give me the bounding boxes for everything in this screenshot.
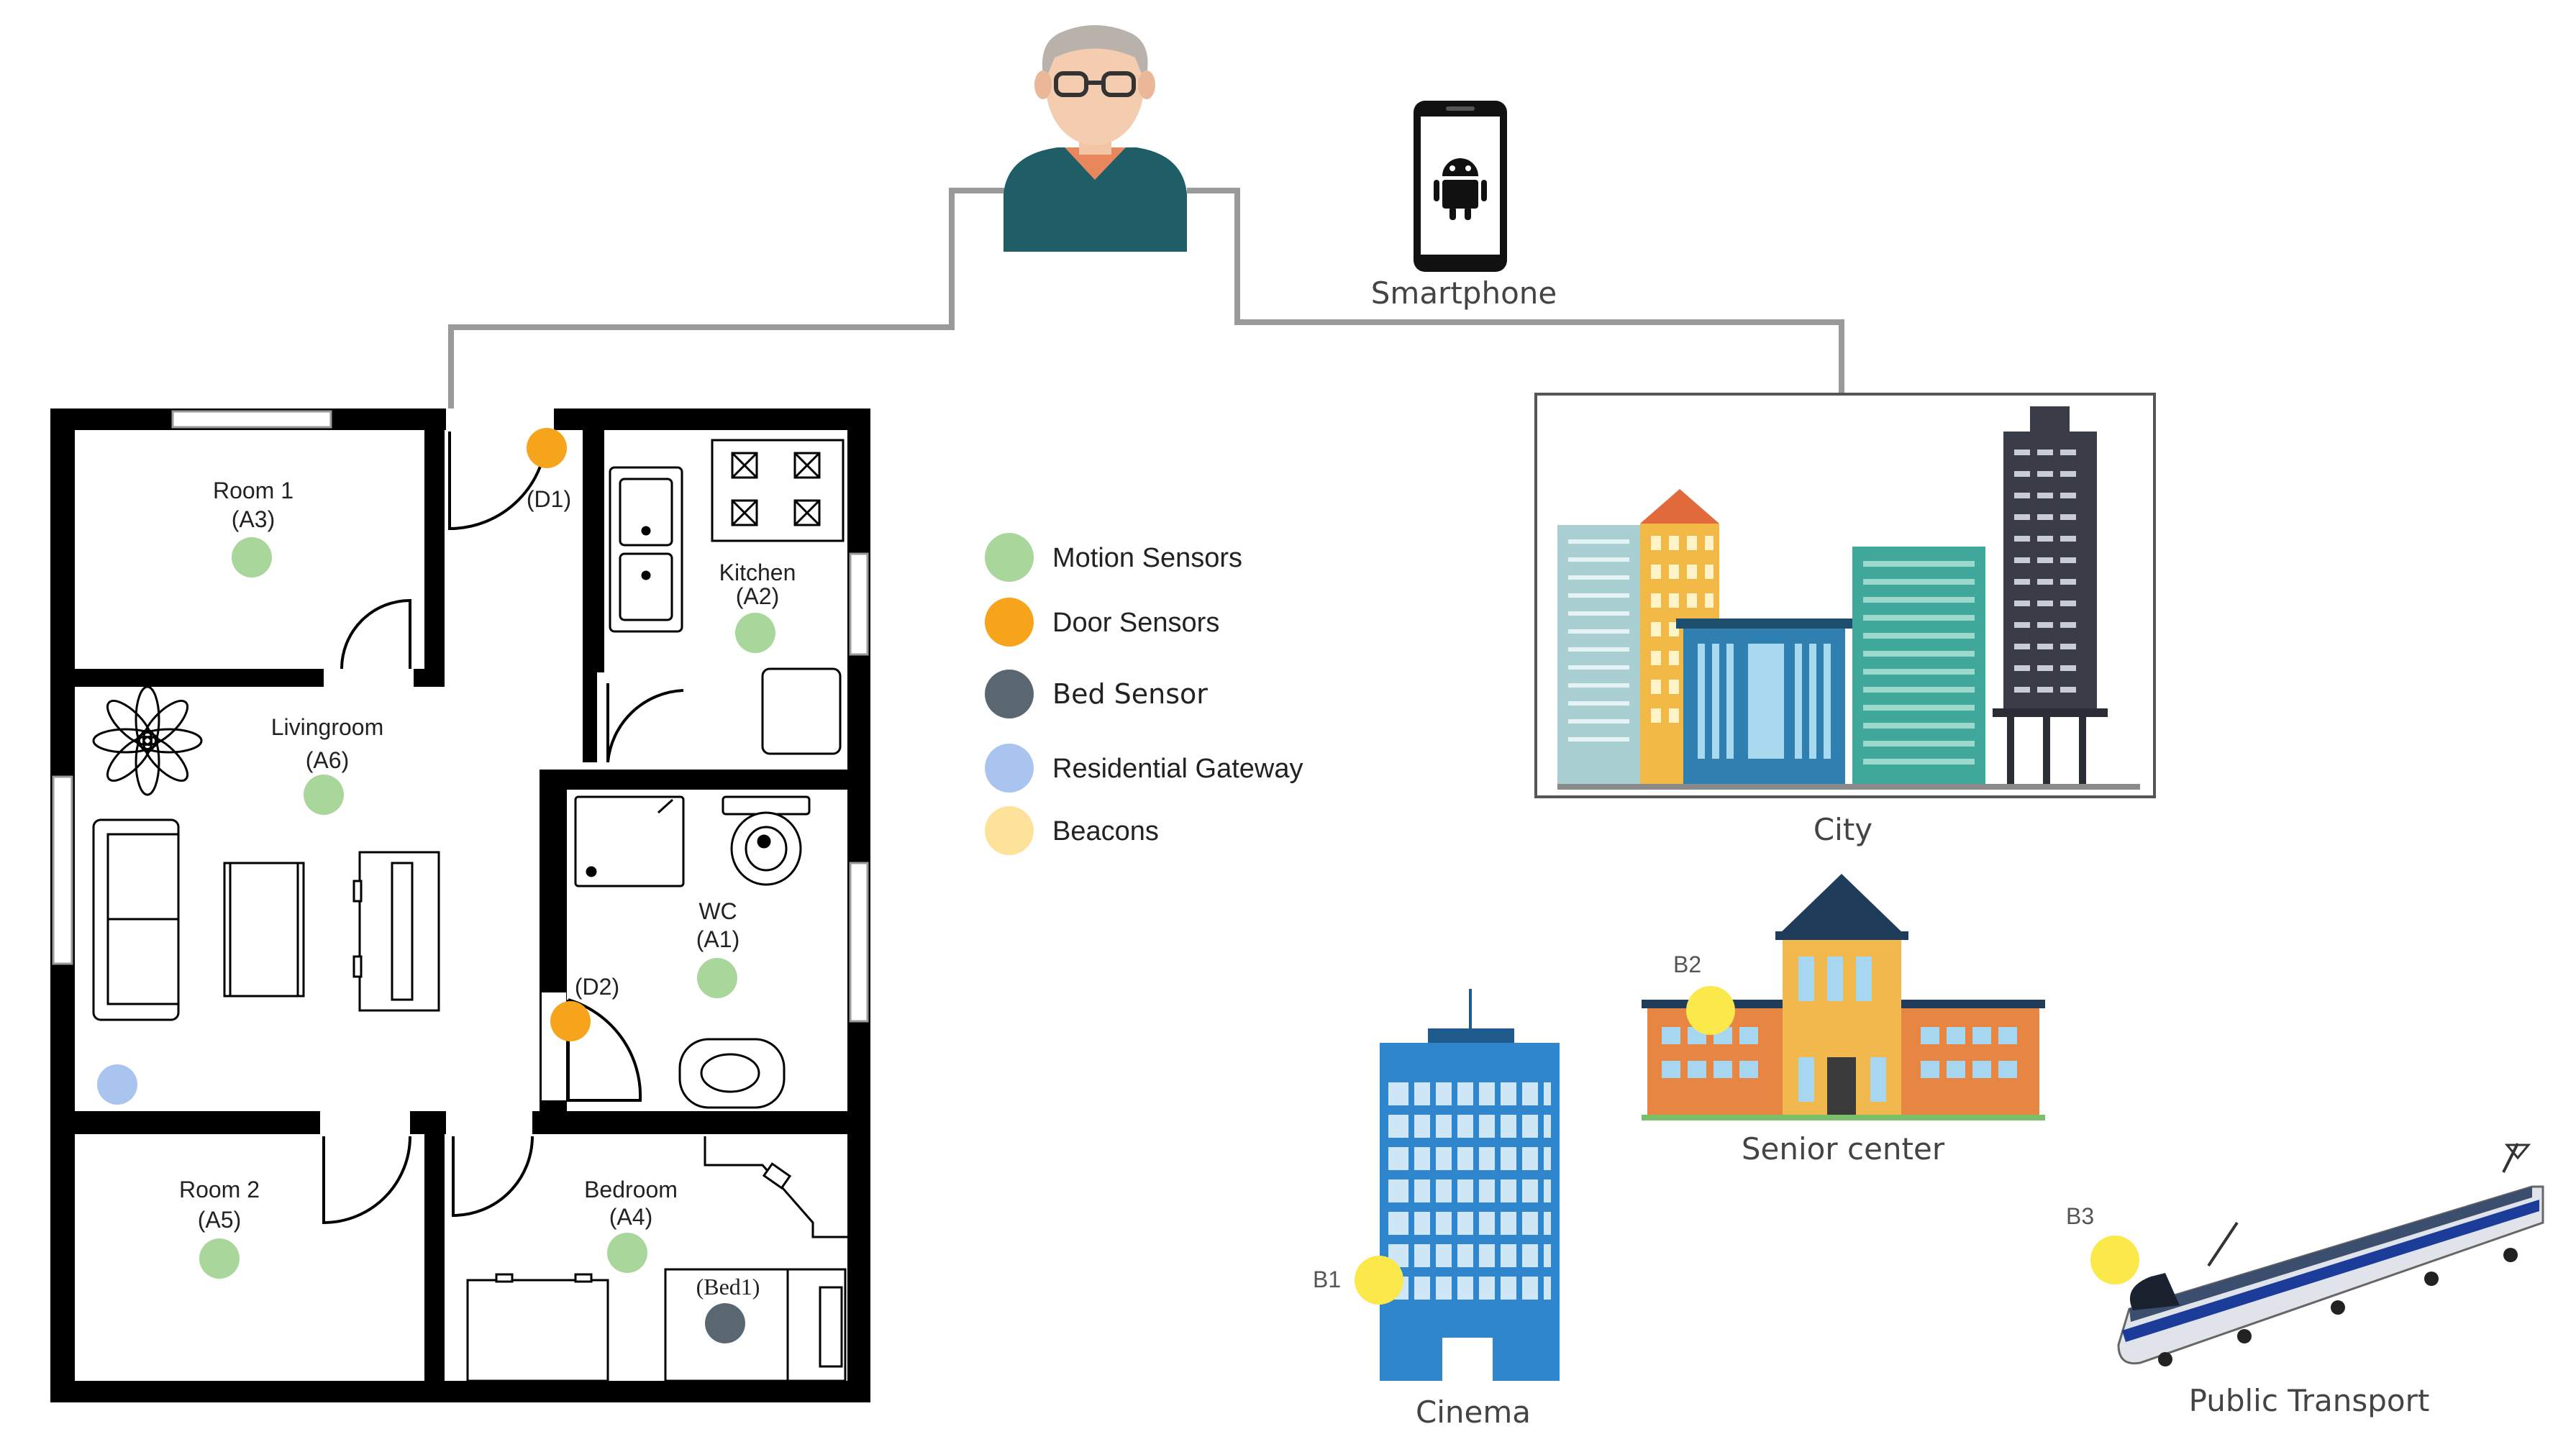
door-label-d1: (D1): [527, 486, 571, 512]
legend-item-bed: Bed Sensor: [985, 670, 1208, 718]
legend-swatch-beacons: [985, 806, 1034, 855]
room-code-livingroom: (A6): [306, 747, 349, 773]
elderly-person-icon: [1003, 25, 1187, 252]
door-sensor-d2: [550, 1001, 591, 1041]
kitchen-fixtures: [609, 439, 845, 755]
motion-sensor-a5: [199, 1238, 240, 1279]
plant-icon: [92, 685, 203, 796]
residential-gateway: [97, 1064, 137, 1105]
beacon-b2: [1686, 986, 1735, 1035]
legend-swatch-gateway: [985, 744, 1034, 793]
sensors: [97, 428, 775, 1343]
motion-sensor-a3: [232, 537, 272, 578]
legend-swatch-bed: [985, 670, 1034, 718]
smartphone-label: Smartphone: [1371, 275, 1557, 311]
beacon-label-b2: B2: [1673, 951, 1701, 977]
senior-center-label: Senior center: [1742, 1131, 1945, 1167]
beacon-b3: [2090, 1236, 2139, 1284]
door-label-d2: (D2): [575, 974, 619, 1000]
motion-sensor-a1: [697, 958, 737, 998]
tram-illustration: [2117, 1143, 2544, 1366]
room-code-room2: (A5): [198, 1207, 241, 1233]
bed-label: (Bed1): [696, 1274, 760, 1300]
wc-fixtures: [574, 795, 811, 1109]
windows: [52, 410, 869, 1023]
room-label-kitchen: Kitchen: [719, 560, 796, 585]
motion-sensor-a6: [304, 775, 344, 815]
cinema-illustration: [1380, 989, 1560, 1381]
door-sensor-d1: [527, 428, 567, 468]
glasses-icon: [1054, 71, 1136, 97]
living-room-furniture: [92, 685, 440, 1021]
room-label-room2: Room 2: [179, 1177, 260, 1202]
cinema-label: Cinema: [1416, 1394, 1531, 1430]
android-phone-icon: [1414, 101, 1507, 272]
legend-swatch-motion: [985, 533, 1034, 582]
room-code-room1: (A3): [232, 506, 275, 532]
room-code-wc: (A1): [696, 926, 739, 952]
legend-label-door: Door Sensors: [1052, 608, 1219, 638]
city-illustration: [1534, 393, 2156, 798]
beacon-label-b1: B1: [1313, 1266, 1341, 1292]
legend-item-beacons: Beacons: [985, 806, 1159, 855]
room-label-wc: WC: [698, 898, 737, 924]
beacon-label-b3: B3: [2066, 1203, 2094, 1229]
legend-item-door: Door Sensors: [985, 598, 1219, 647]
legend-item-gateway: Residential Gateway: [985, 744, 1303, 793]
connector-person-to-city: [1187, 188, 1844, 394]
public-transport-label: Public Transport: [2189, 1383, 2430, 1418]
connector-person-to-home: [448, 188, 1007, 408]
motion-sensor-a2: [735, 613, 775, 653]
room-label-room1: Room 1: [213, 478, 293, 503]
room-labels: Room 1 (A3) Kitchen (A2) Livingroom (A6)…: [179, 478, 796, 1300]
room-code-bedroom: (A4): [609, 1204, 652, 1230]
legend-swatch-door: [985, 598, 1034, 647]
room-label-bedroom: Bedroom: [584, 1177, 678, 1202]
motion-sensor-a4: [607, 1233, 647, 1273]
floor-plan: Room 1 (A3) Kitchen (A2) Livingroom (A6)…: [50, 408, 870, 1402]
legend-label-gateway: Residential Gateway: [1052, 754, 1303, 784]
city-label: City: [1813, 812, 1872, 847]
legend-label-bed: Bed Sensor: [1052, 678, 1208, 710]
beacon-b1: [1355, 1256, 1403, 1305]
door-openings: [320, 408, 683, 1136]
room-code-kitchen: (A2): [736, 583, 779, 609]
legend-label-beacons: Beacons: [1052, 816, 1159, 846]
legend-item-motion: Motion Sensors: [985, 533, 1242, 582]
room-label-livingroom: Livingroom: [271, 714, 384, 740]
bed-sensor: [705, 1303, 745, 1343]
legend: Motion Sensors Door Sensors Bed Sensor R…: [985, 533, 1303, 855]
bedroom-furniture: [466, 1136, 847, 1382]
legend-label-motion: Motion Sensors: [1052, 543, 1242, 573]
connector-lines: [448, 188, 1844, 408]
